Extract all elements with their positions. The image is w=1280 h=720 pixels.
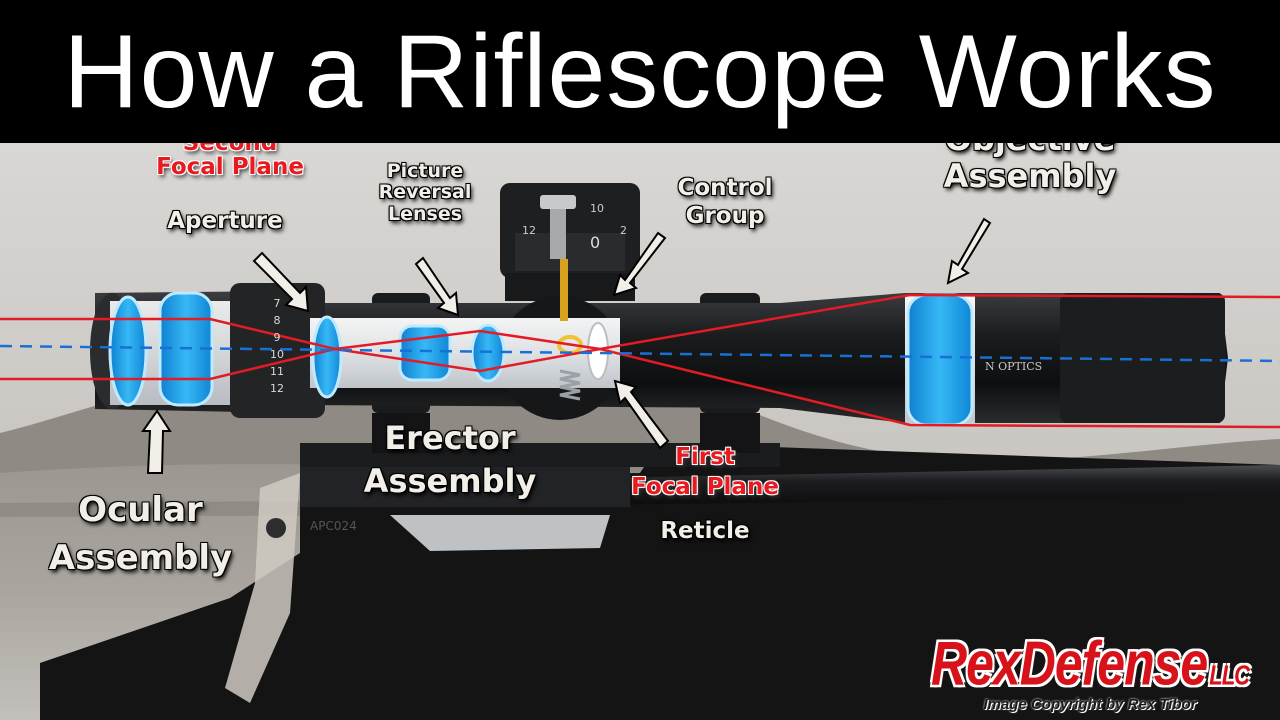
pointer-arrows: [141, 217, 992, 474]
reversal-arrow: [414, 256, 460, 317]
label-objective-line2: Assembly: [943, 156, 1117, 195]
label-second-focal-plane-line1: Second: [182, 143, 278, 156]
label-erector-line2: Assembly: [363, 462, 537, 501]
label-reticle: Reticle: [660, 518, 750, 544]
receiver-port: [390, 515, 610, 551]
aperture-lens: [311, 315, 343, 399]
objective-arrow: [946, 217, 992, 285]
turret-dial: [515, 233, 625, 271]
control-group-arrow: [612, 231, 667, 297]
label-first-focal-plane: First Focal Plane: [610, 443, 800, 503]
ocular-arrow: [141, 409, 172, 474]
label-erector-assembly: Erector Assembly: [340, 417, 560, 503]
objective-lens: [906, 293, 974, 427]
watermark-copyright: Image Copyright by Rex Tibor: [983, 696, 1197, 713]
label-control-group-line2: Group: [685, 202, 765, 229]
label-first-focal-plane-line1: First: [675, 444, 735, 470]
power-10: 10: [270, 348, 284, 361]
power-ring: [230, 283, 325, 418]
label-objective-assembly: Objective Assembly: [910, 143, 1150, 195]
ocular-lens-1: [108, 295, 148, 407]
power-7: 7: [273, 297, 281, 310]
turret-plunger: [560, 259, 568, 321]
watermark-brand: RexDefenseLLC: [930, 627, 1250, 700]
rifle-barrel: [600, 465, 1280, 505]
reversal-lens-1: [398, 324, 452, 382]
turret-number-10: 10: [590, 202, 604, 215]
label-picture-reversal-line1: Picture: [386, 160, 464, 182]
turret-screw-head: [540, 195, 576, 209]
turret-number-2: 2: [620, 224, 627, 237]
power-11: 11: [270, 365, 284, 378]
objective-bell: [1060, 293, 1225, 423]
label-picture-reversal-lenses: Picture Reversal Lenses: [360, 160, 490, 225]
diagram-graphics: [0, 143, 1280, 720]
label-first-focal-plane-line2: Focal Plane: [631, 473, 779, 500]
turret-number-12: 12: [522, 224, 536, 237]
turret-number-0: 0: [590, 233, 601, 252]
rear-ring-base: [372, 413, 430, 453]
receiver-mark: APC024: [310, 519, 357, 533]
label-ocular-line2: Assembly: [48, 537, 233, 578]
label-aperture: Aperture: [167, 208, 283, 234]
turret-screw-shaft: [550, 209, 566, 259]
power-9: 9: [273, 331, 281, 344]
riflescope-diagram: 12 0 10 2 7 8 9 10 11 12 N OPTICS APC024…: [0, 143, 1280, 720]
watermark-llc: LLC: [1209, 659, 1250, 691]
scope-brand-text: N OPTICS: [985, 360, 1043, 373]
rifle-stock: [40, 443, 1280, 720]
label-ocular-assembly: Ocular Assembly: [18, 487, 263, 582]
erector-cutaway: [310, 318, 620, 388]
label-second-focal-plane-line2: Focal Plane: [156, 154, 304, 181]
label-second-focal-plane: Second Focal Plane: [130, 143, 330, 179]
power-ring-numbers: 7 8 9 10 11 12: [270, 295, 284, 397]
title-bar: How a Riflescope Works: [0, 0, 1280, 143]
optical-axis: [0, 344, 1280, 363]
light-path: [0, 293, 1280, 429]
aperture-arrow: [252, 251, 310, 313]
turret-base: [505, 273, 635, 301]
label-ocular-line1: Ocular: [78, 490, 203, 530]
erector-spring: [559, 369, 581, 401]
label-control-group-line1: Control: [677, 175, 773, 201]
page-title: How a Riflescope Works: [63, 14, 1217, 130]
front-ring-base: [700, 413, 760, 453]
receiver: [300, 467, 630, 507]
label-picture-reversal-line3: Lenses: [387, 202, 463, 225]
power-12: 12: [270, 382, 284, 395]
bolt-knob: [266, 518, 286, 538]
label-objective-line1: Objective: [910, 143, 1150, 158]
label-erector-line1: Erector: [384, 419, 516, 457]
watermark-brand-text: RexDefense: [930, 628, 1208, 698]
label-picture-reversal-line2: Reversal: [378, 181, 472, 204]
first-focal-plane-arrow: [613, 379, 670, 450]
power-8: 8: [273, 314, 281, 327]
label-control-group: Control Group: [650, 175, 800, 230]
watermark: RexDefenseLLC Image Copyright by Rex Tib…: [905, 628, 1275, 713]
